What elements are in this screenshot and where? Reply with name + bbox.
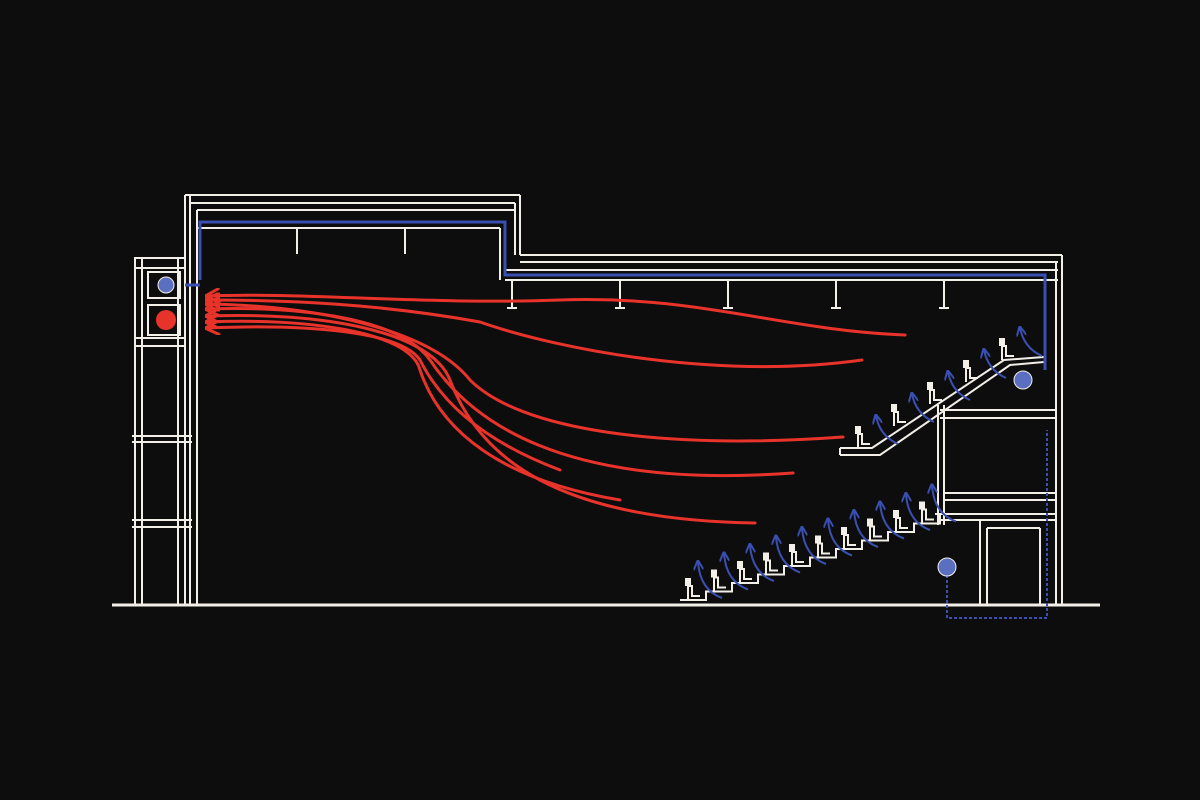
cool-air-arrow xyxy=(948,372,971,401)
exhaust-fan-unit xyxy=(156,310,176,330)
right-structure xyxy=(935,405,1056,605)
seat xyxy=(789,544,804,566)
lower-tier-seating xyxy=(680,501,941,601)
warm-air-stream xyxy=(208,309,795,478)
seat xyxy=(867,518,882,541)
left-wall xyxy=(184,195,198,605)
left-service-tower xyxy=(132,257,192,606)
warm-air-stream xyxy=(208,300,864,368)
roof-hangers xyxy=(507,280,949,309)
lower-roof xyxy=(499,228,1063,605)
cool-air-arrow xyxy=(828,520,853,557)
underfloor-duct xyxy=(946,430,1048,619)
warm-air-stream xyxy=(208,315,757,525)
warm-air-stream xyxy=(208,295,907,337)
seat xyxy=(763,552,778,575)
lower-tier-risers xyxy=(680,515,941,601)
cool-air-arrow xyxy=(906,494,931,531)
lower-air-unit xyxy=(937,557,957,577)
cool-air-flow xyxy=(698,328,1043,599)
cool-air-arrow xyxy=(724,554,749,591)
upper-roof xyxy=(185,194,521,255)
warm-air-flow xyxy=(208,295,907,525)
supply-fan-unit xyxy=(157,276,175,294)
warm-air-stream xyxy=(208,321,622,502)
cool-air-arrow xyxy=(984,350,1007,379)
seat xyxy=(927,382,942,404)
warm-air-stream xyxy=(208,327,562,472)
seat xyxy=(841,527,856,549)
seat xyxy=(893,510,908,532)
balcony-seating xyxy=(855,338,1014,448)
supply-duct xyxy=(185,220,1047,370)
seat xyxy=(815,535,830,558)
seat xyxy=(963,360,978,382)
cool-air-arrow xyxy=(698,562,723,599)
cool-air-arrow xyxy=(854,511,879,548)
seat xyxy=(685,578,700,600)
balcony-air-unit xyxy=(1013,370,1033,390)
cool-air-arrow xyxy=(912,394,935,423)
seat xyxy=(711,569,726,592)
seat xyxy=(891,404,906,426)
seat xyxy=(855,426,870,448)
cool-air-arrow xyxy=(880,503,905,540)
cool-air-arrow xyxy=(802,528,827,565)
cool-air-arrow xyxy=(776,537,801,574)
seat xyxy=(737,561,752,583)
seat xyxy=(999,338,1014,360)
cool-air-arrow xyxy=(750,545,775,582)
cool-air-arrow xyxy=(876,416,899,445)
cool-air-arrow xyxy=(932,486,957,523)
balcony-slab xyxy=(839,356,1045,456)
cool-air-arrow xyxy=(1020,328,1043,357)
seat xyxy=(919,501,934,524)
